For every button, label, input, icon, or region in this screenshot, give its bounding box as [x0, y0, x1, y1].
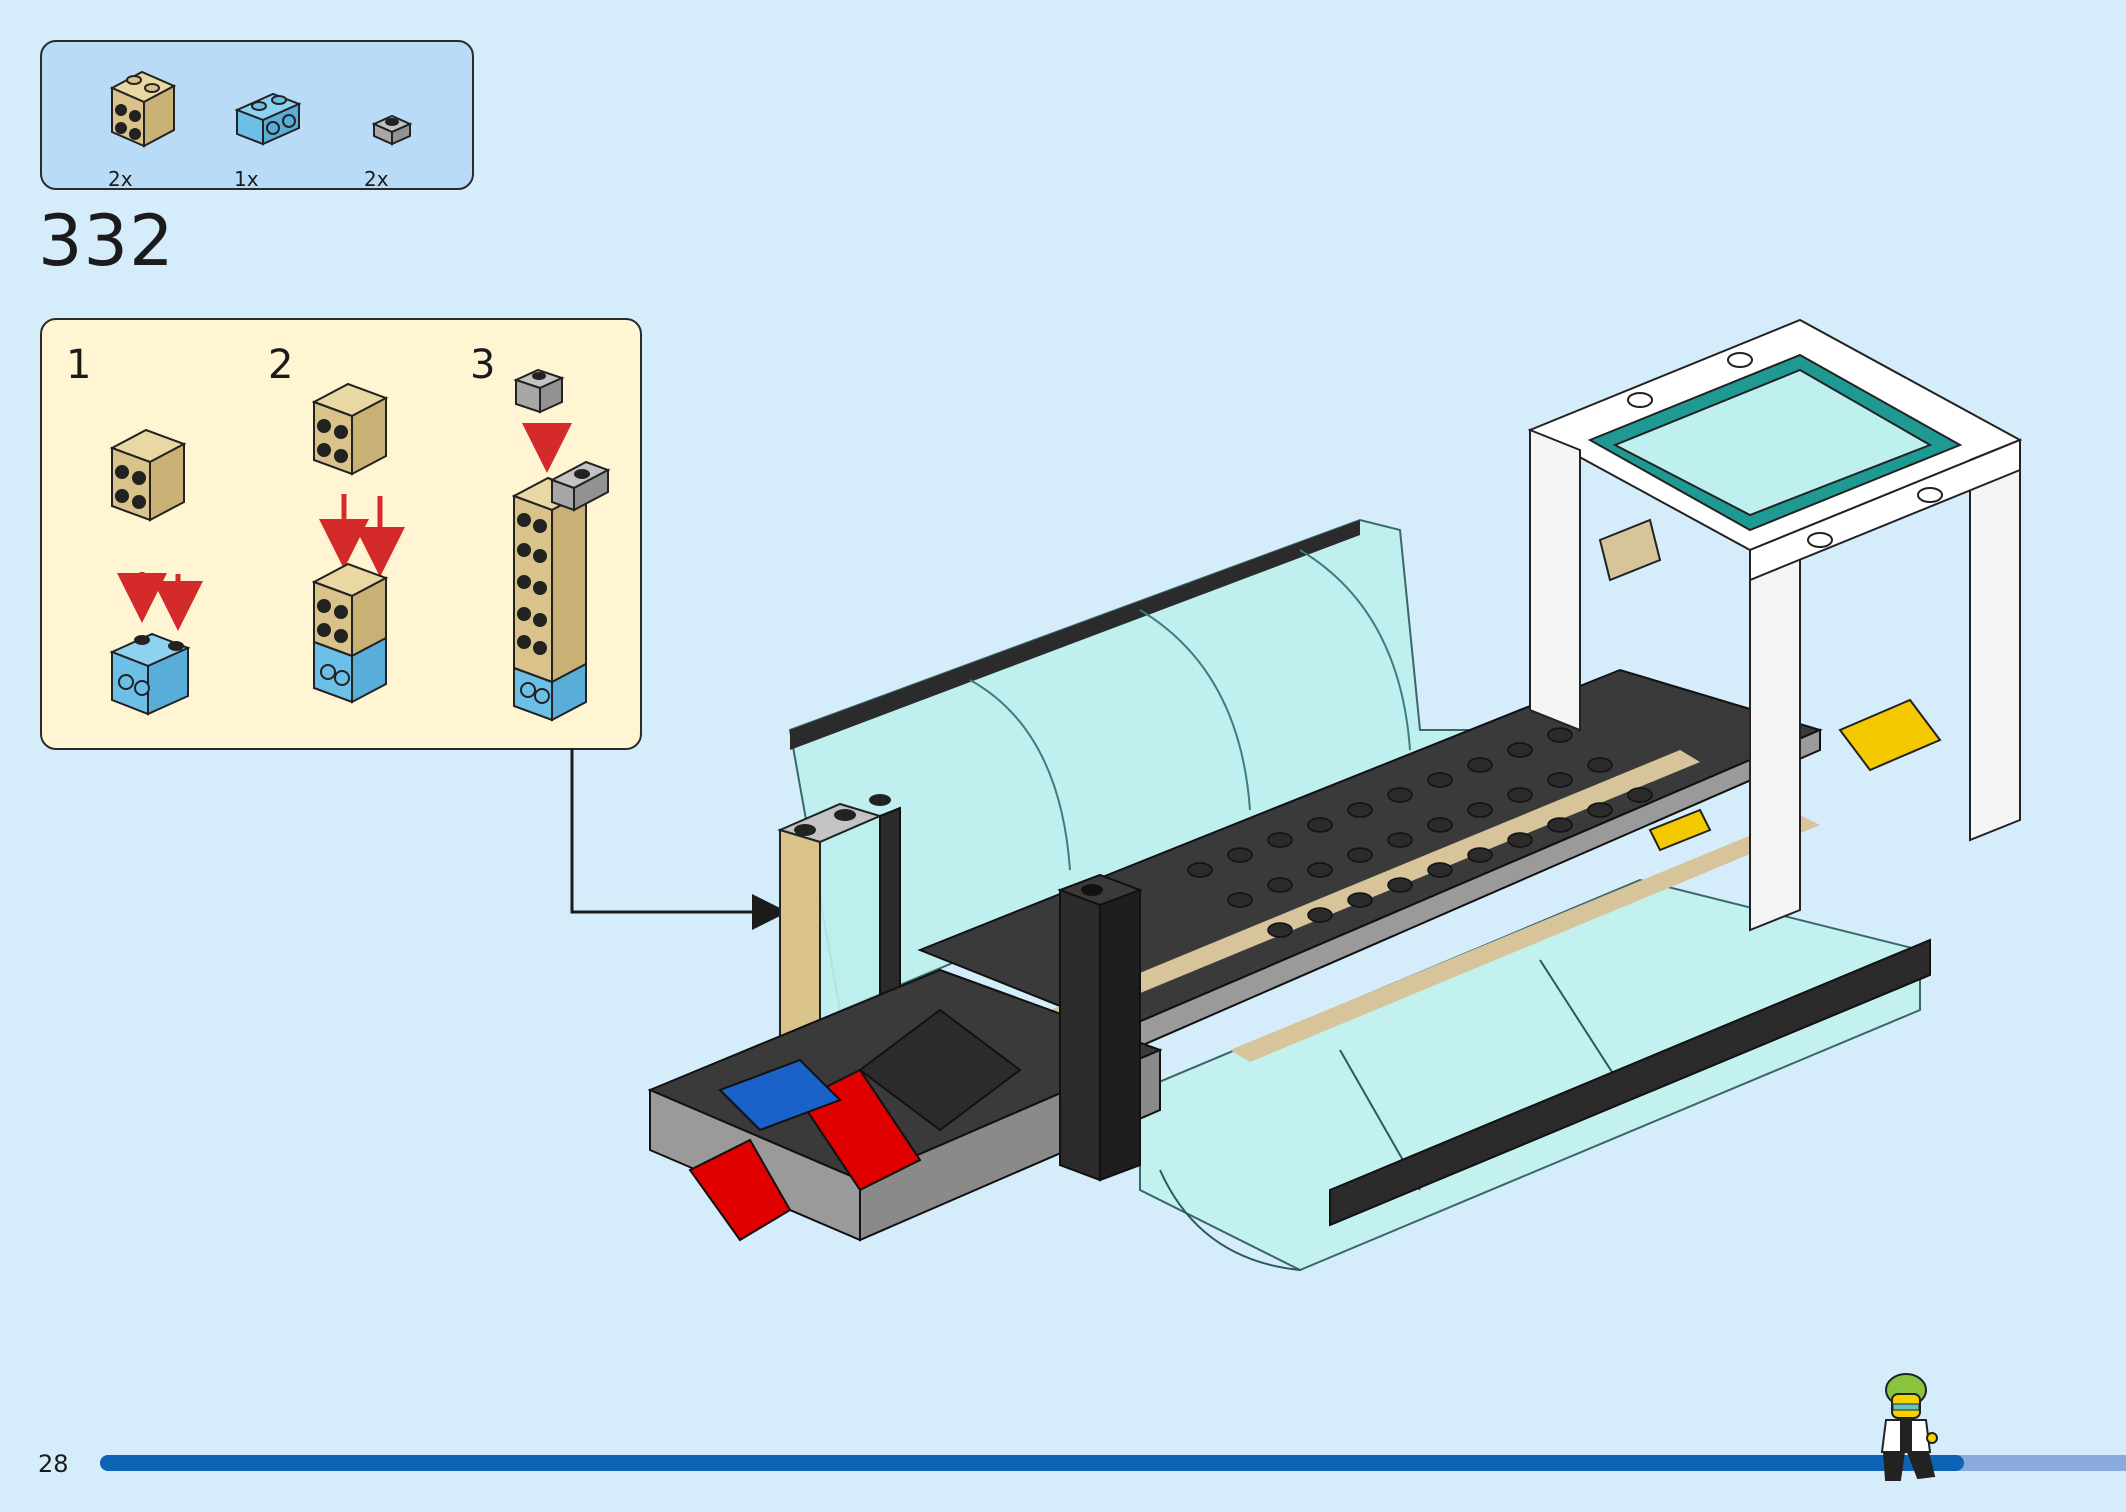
substep-2-illustration: [311, 382, 405, 704]
plate-studs: [1187, 727, 1653, 938]
substep-illustrations: [109, 368, 611, 722]
step-number: 332: [38, 200, 175, 282]
substep-1-illustration: [109, 428, 203, 716]
progress-bar-fill: [100, 1455, 1964, 1471]
yellow-tile: [1838, 698, 1942, 772]
front-black-rail: [1329, 938, 1931, 1227]
parts-qty-tan-brick: 2x: [108, 167, 133, 191]
front-black-pillar: [1057, 873, 1143, 1182]
main-model-illustration: [647, 318, 2023, 1272]
parts-qty-grey-plate: 2x: [364, 167, 389, 191]
grey-plate-1x1-icon: [371, 114, 413, 146]
parts-item-azure-brick: [217, 60, 317, 150]
parts-item-tan-brick: [92, 60, 192, 150]
substep-label-2: 2: [268, 342, 294, 388]
minifigure-icon: [1880, 1373, 1938, 1481]
progress-bar-track: [100, 1455, 2126, 1471]
tan-brick-2x2-icon: [109, 70, 177, 148]
substep-3-illustration: [511, 368, 611, 722]
parts-list-box: 2x 1x 2x: [40, 40, 474, 191]
azure-brick-1x2-icon: [234, 92, 302, 146]
page-number: 28: [38, 1450, 69, 1478]
parts-item-grey-plate: [342, 60, 442, 150]
white-arch-frame: [1527, 318, 2023, 932]
parts-qty-azure-brick: 1x: [234, 167, 259, 191]
substep-label-3: 3: [470, 342, 496, 388]
substep-label-1: 1: [66, 342, 92, 388]
yellow-tile: [1648, 808, 1712, 852]
substep-box: 1 2 3: [40, 318, 642, 750]
